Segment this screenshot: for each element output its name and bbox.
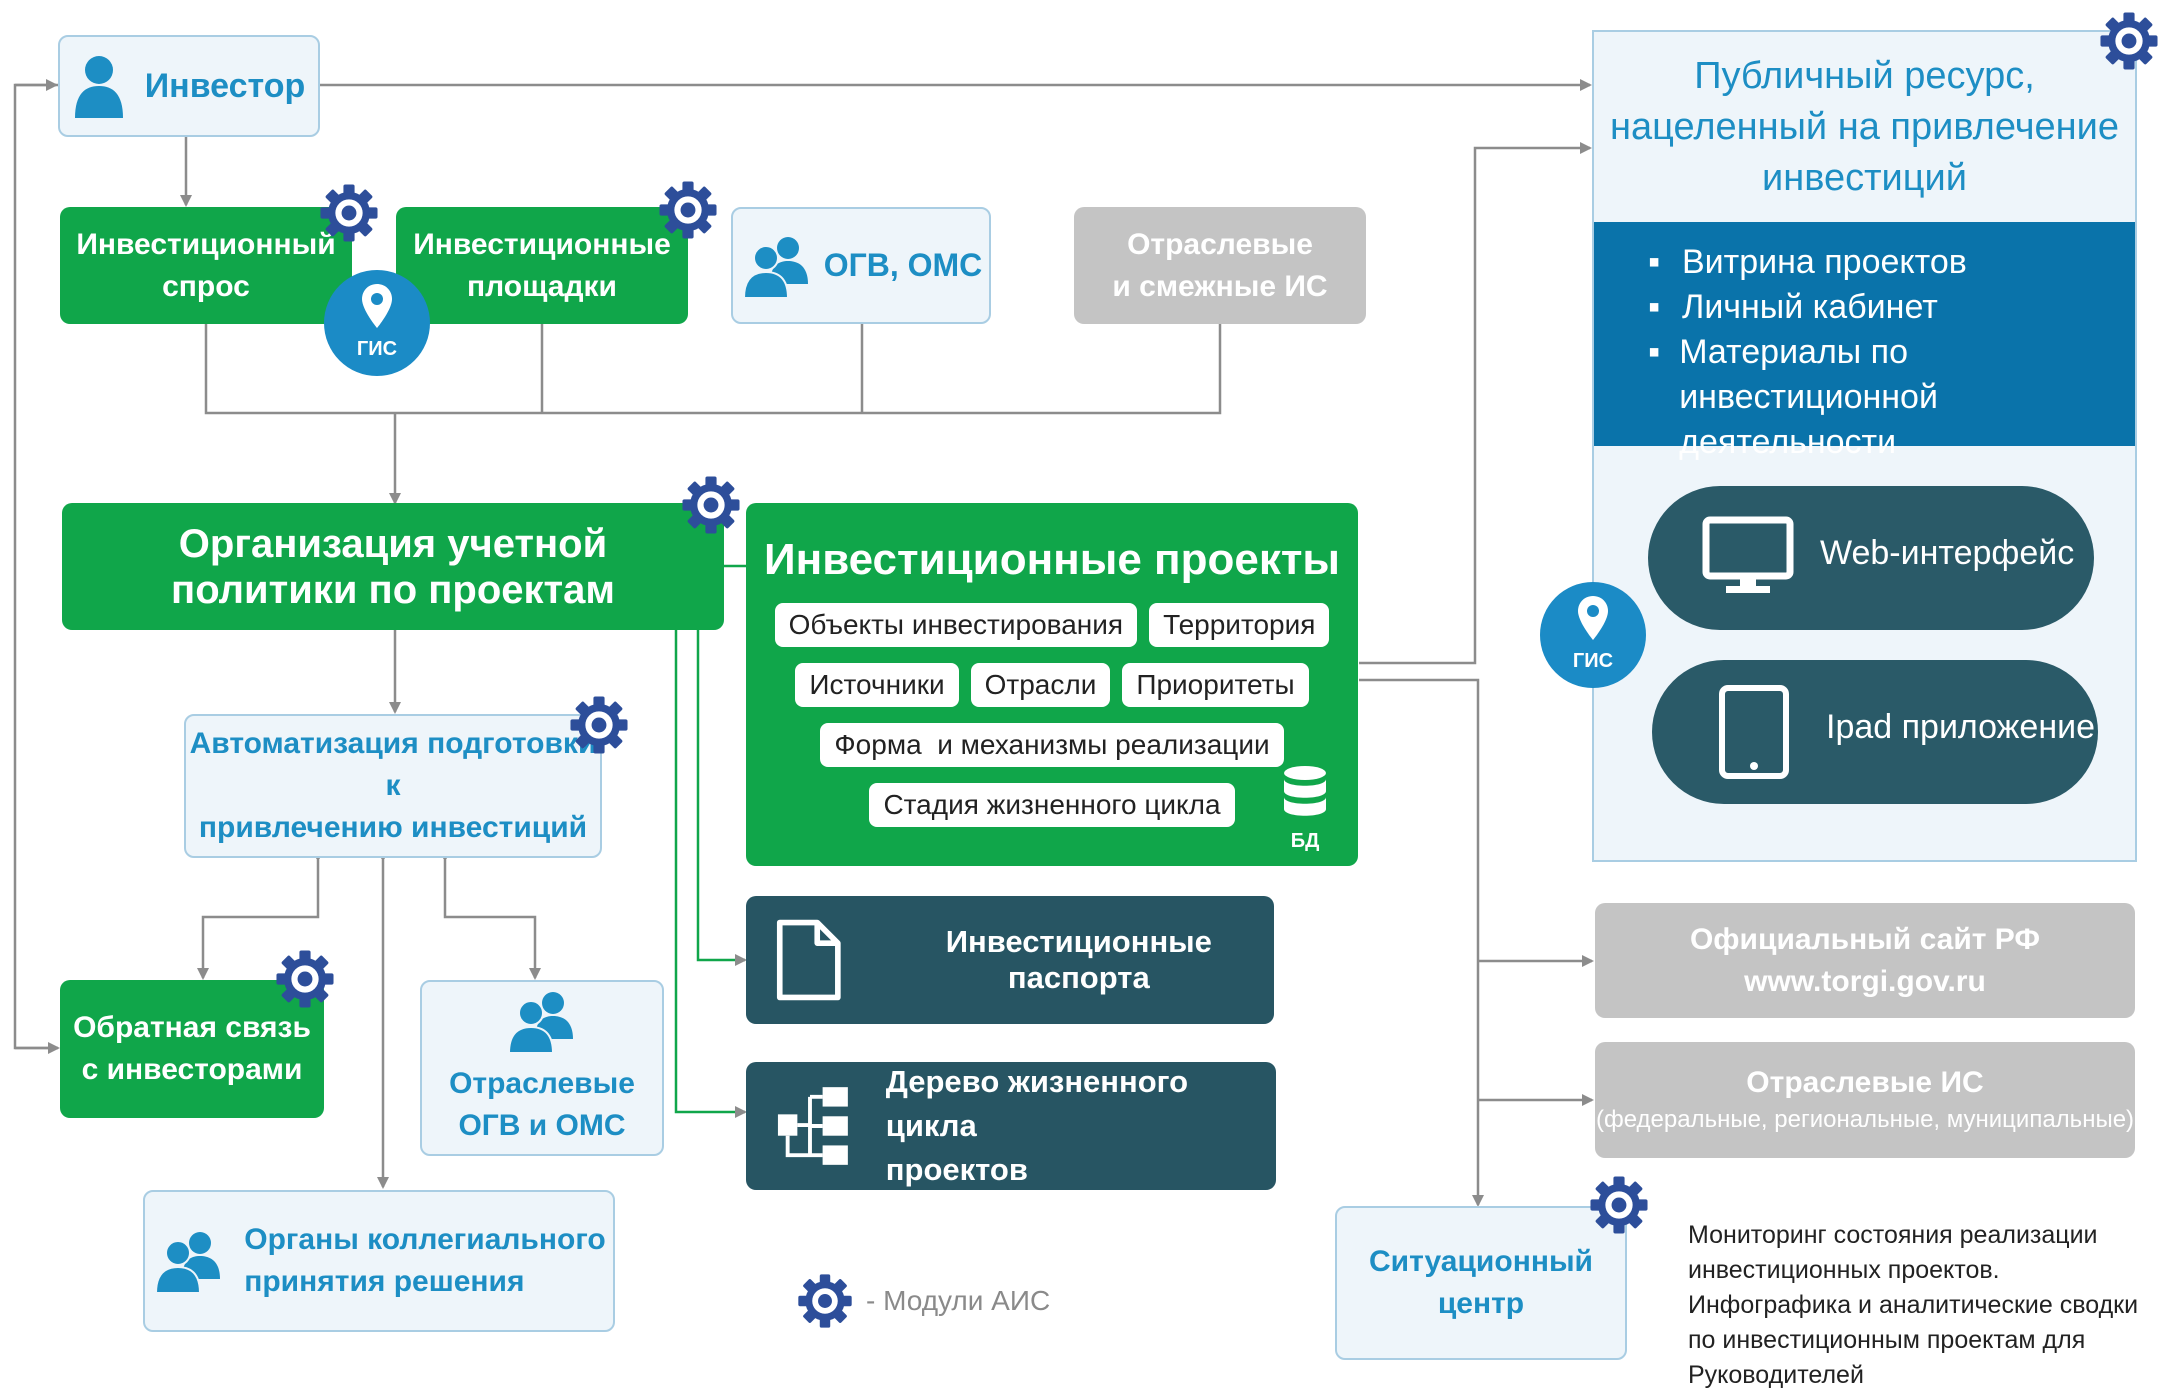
bullet-icon: ▪ <box>1648 288 1661 326</box>
investor-label: Инвестор <box>144 66 306 105</box>
ogv-oms-label: ОГВ, ОМС <box>823 247 983 283</box>
gear-icon <box>276 950 334 1008</box>
gear-icon <box>2100 12 2158 70</box>
tablet-icon <box>1719 685 1789 779</box>
ogv-oms-box[interactable]: ОГВ, ОМС <box>731 207 991 324</box>
database-icon <box>1284 766 1326 816</box>
lifecycle-tree-label: Дерево жизненного цикла проектов <box>885 1064 1189 1187</box>
legend: - Модули АИС <box>796 1272 1050 1330</box>
gear-icon <box>320 184 378 242</box>
official-site-box[interactable]: Официальный сайт РФ www.torgi.gov.ru <box>1595 903 2135 1018</box>
feature-showcase[interactable]: Витрина проектов <box>1682 243 1967 281</box>
gear-icon <box>1590 1176 1648 1234</box>
gear-icon <box>798 1274 852 1328</box>
person-icon <box>74 56 123 118</box>
tag-territory: Территория <box>1149 603 1330 647</box>
public-resource-title: Публичный ресурс, нацеленный на привлече… <box>1610 54 2119 199</box>
gis-marker-right: ГИС <box>1540 582 1646 688</box>
monitor-icon <box>1702 516 1794 593</box>
collegial-bodies-box[interactable]: Органы коллегиального принятия решения <box>143 1190 615 1332</box>
web-interface-label: Web-интерфейс <box>1820 534 2075 572</box>
investment-platforms-box[interactable]: Инвестиционные площадки <box>396 207 688 324</box>
gis-marker-top: ГИС <box>324 270 430 376</box>
investment-projects-box[interactable]: Инвестиционные проекты Объекты инвестиро… <box>746 503 1358 866</box>
tag-sources: Источники <box>795 663 959 707</box>
investor-box[interactable]: Инвестор <box>58 35 320 137</box>
tag-industries: Отрасли <box>970 663 1111 707</box>
tag-forms-mechanisms: Форма и механизмы реализации <box>820 723 1284 767</box>
web-interface-pill[interactable]: Web-интерфейс <box>1648 486 2094 630</box>
document-icon <box>776 919 841 1001</box>
industry-is-box[interactable]: Отраслевые ИС (федеральные, региональные… <box>1595 1042 2135 1158</box>
ipad-app-pill[interactable]: Ipad приложение <box>1652 660 2098 804</box>
gear-icon <box>659 181 717 239</box>
industry-ogv-box[interactable]: Отраслевые ОГВ и ОМС <box>420 980 664 1156</box>
investment-demand-box[interactable]: Инвестиционный спрос <box>60 207 352 324</box>
industry-ogv-label: Отраслевые ОГВ и ОМС <box>449 1067 635 1142</box>
projects-title: Инвестиционные проекты <box>764 535 1340 584</box>
industry-is-title: Отраслевые ИС <box>1746 1066 1984 1099</box>
investment-passports-box[interactable]: Инвестиционные паспорта <box>746 896 1274 1024</box>
database-label: БД <box>1290 830 1320 852</box>
feature-personal-account[interactable]: Личный кабинет <box>1682 288 1938 326</box>
group-icon <box>742 236 808 298</box>
situation-center-box[interactable]: Ситуационный центр <box>1335 1206 1627 1360</box>
legend-label: - Модули АИС <box>866 1285 1051 1316</box>
group-icon <box>507 992 573 1053</box>
gis-label: ГИС <box>356 338 398 360</box>
public-resource-features: ▪ Витрина проектов ▪ Личный кабинет ▪ Матер… <box>1594 222 2135 461</box>
tag-lifecycle-stage: Стадия жизненного цикла <box>869 783 1235 827</box>
hierarchy-tree-icon <box>777 1087 848 1165</box>
accounting-policy-box[interactable]: Организация учетной политики по проектам <box>62 503 724 630</box>
investment-passports-label: Инвестиционные паспорта <box>945 924 1212 995</box>
automation-box[interactable]: Автоматизация подготовки к привлечению и… <box>184 714 602 858</box>
gear-icon <box>682 476 740 534</box>
lifecycle-tree-box[interactable]: Дерево жизненного цикла проектов <box>746 1062 1276 1190</box>
gis-label: ГИС <box>1572 650 1614 672</box>
tag-priorities: Приоритеты <box>1122 663 1309 707</box>
tag-investment-objects: Объекты инвестирования <box>774 603 1138 647</box>
map-pin-icon <box>1578 596 1608 640</box>
feature-materials[interactable]: Материалы по инвестиционной деятельности <box>1679 333 1938 461</box>
bullet-icon: ▪ <box>1648 243 1661 281</box>
industry-related-is-box[interactable]: Отраслевые и смежные ИС <box>1074 207 1366 324</box>
map-pin-icon <box>362 284 392 328</box>
gear-icon <box>570 696 628 754</box>
feedback-box[interactable]: Обратная связь с инвесторами <box>60 980 324 1118</box>
collegial-bodies-label: Органы коллегиального принятия решения <box>244 1223 606 1298</box>
group-icon <box>155 1232 221 1293</box>
bullet-icon: ▪ <box>1648 333 1661 371</box>
ipad-app-label: Ipad приложение <box>1826 708 2096 746</box>
industry-is-subtitle: (федеральные, региональные, муниципальны… <box>1595 1106 2135 1133</box>
database: БД <box>1280 765 1330 853</box>
monitoring-description: Мониторинг состояния реализации инвестиц… <box>1688 1221 2139 1389</box>
